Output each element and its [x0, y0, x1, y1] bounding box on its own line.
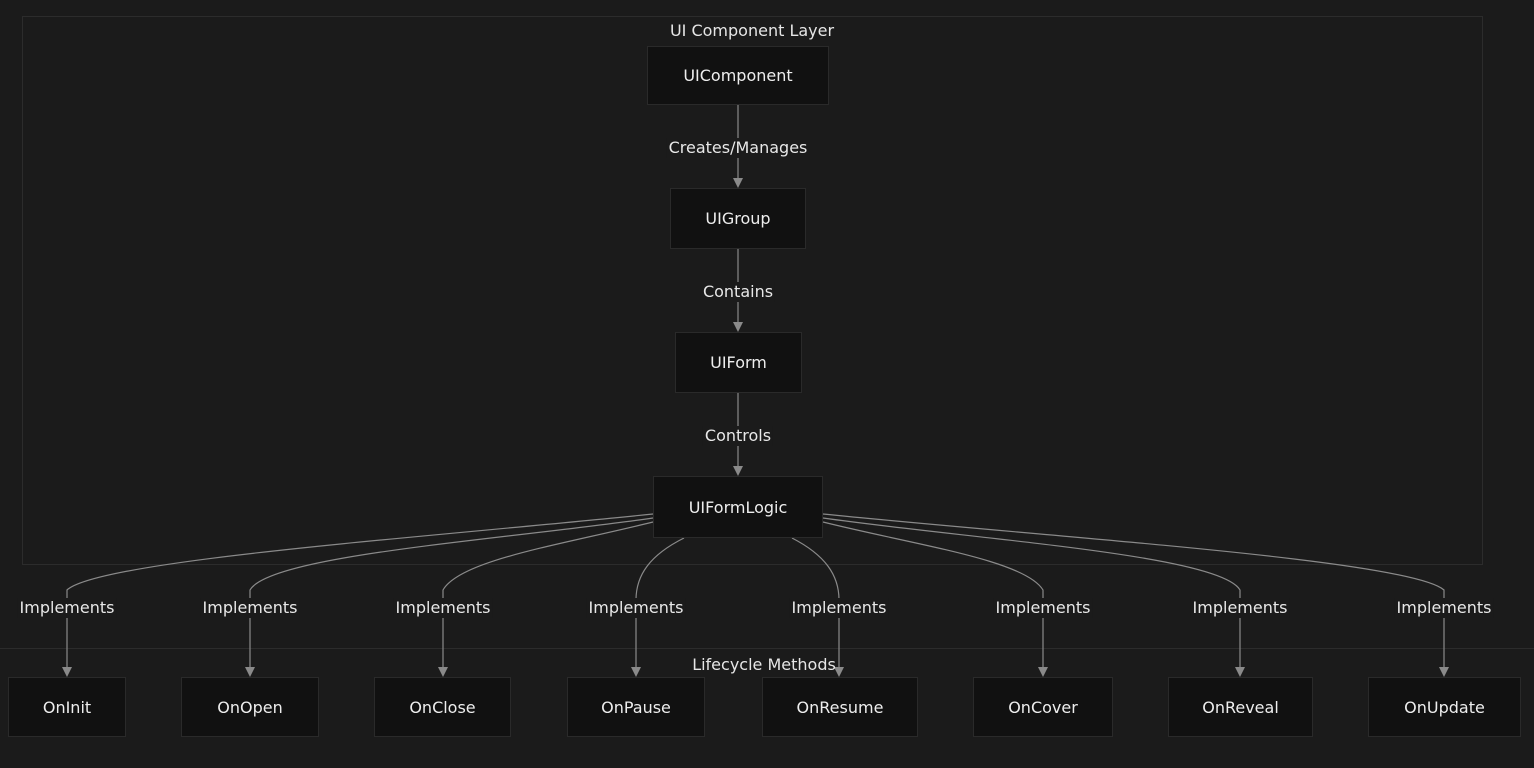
- edge-logic-to-update: [822, 513, 1449, 677]
- node-on-update[interactable]: OnUpdate: [1368, 677, 1521, 737]
- node-on-close[interactable]: OnClose: [374, 677, 511, 737]
- node-on-reveal[interactable]: OnReveal: [1168, 677, 1313, 737]
- node-on-resume[interactable]: OnResume: [762, 677, 918, 737]
- node-ui-form[interactable]: UIForm: [675, 332, 802, 393]
- edge-label-implements-resume: Implements: [789, 598, 889, 618]
- edge-label-implements-pause: Implements: [586, 598, 686, 618]
- edge-logic-to-close: [438, 521, 654, 677]
- edge-logic-to-reveal: [822, 517, 1245, 677]
- edge-label-implements-init: Implements: [17, 598, 117, 618]
- edge-label-implements-cover: Implements: [993, 598, 1093, 618]
- node-ui-component[interactable]: UIComponent: [647, 46, 829, 105]
- node-on-init[interactable]: OnInit: [8, 677, 126, 737]
- edge-label-controls: Controls: [702, 426, 774, 446]
- edge-label-implements-reveal: Implements: [1190, 598, 1290, 618]
- node-on-cover[interactable]: OnCover: [973, 677, 1113, 737]
- node-ui-group[interactable]: UIGroup: [670, 188, 806, 249]
- edge-label-implements-open: Implements: [200, 598, 300, 618]
- edge-label-implements-close: Implements: [393, 598, 493, 618]
- ui-component-layer-title: UI Component Layer: [669, 21, 835, 40]
- edge-logic-to-cover: [822, 521, 1048, 677]
- edge-logic-to-open: [245, 517, 654, 677]
- node-on-pause[interactable]: OnPause: [567, 677, 705, 737]
- lifecycle-methods-title: Lifecycle Methods: [692, 655, 836, 674]
- node-on-open[interactable]: OnOpen: [181, 677, 319, 737]
- node-ui-form-logic[interactable]: UIFormLogic: [653, 476, 823, 538]
- edge-label-creates-manages: Creates/Manages: [666, 138, 810, 158]
- edge-logic-to-init: [62, 513, 654, 677]
- edge-label-contains: Contains: [700, 282, 776, 302]
- edge-label-implements-update: Implements: [1394, 598, 1494, 618]
